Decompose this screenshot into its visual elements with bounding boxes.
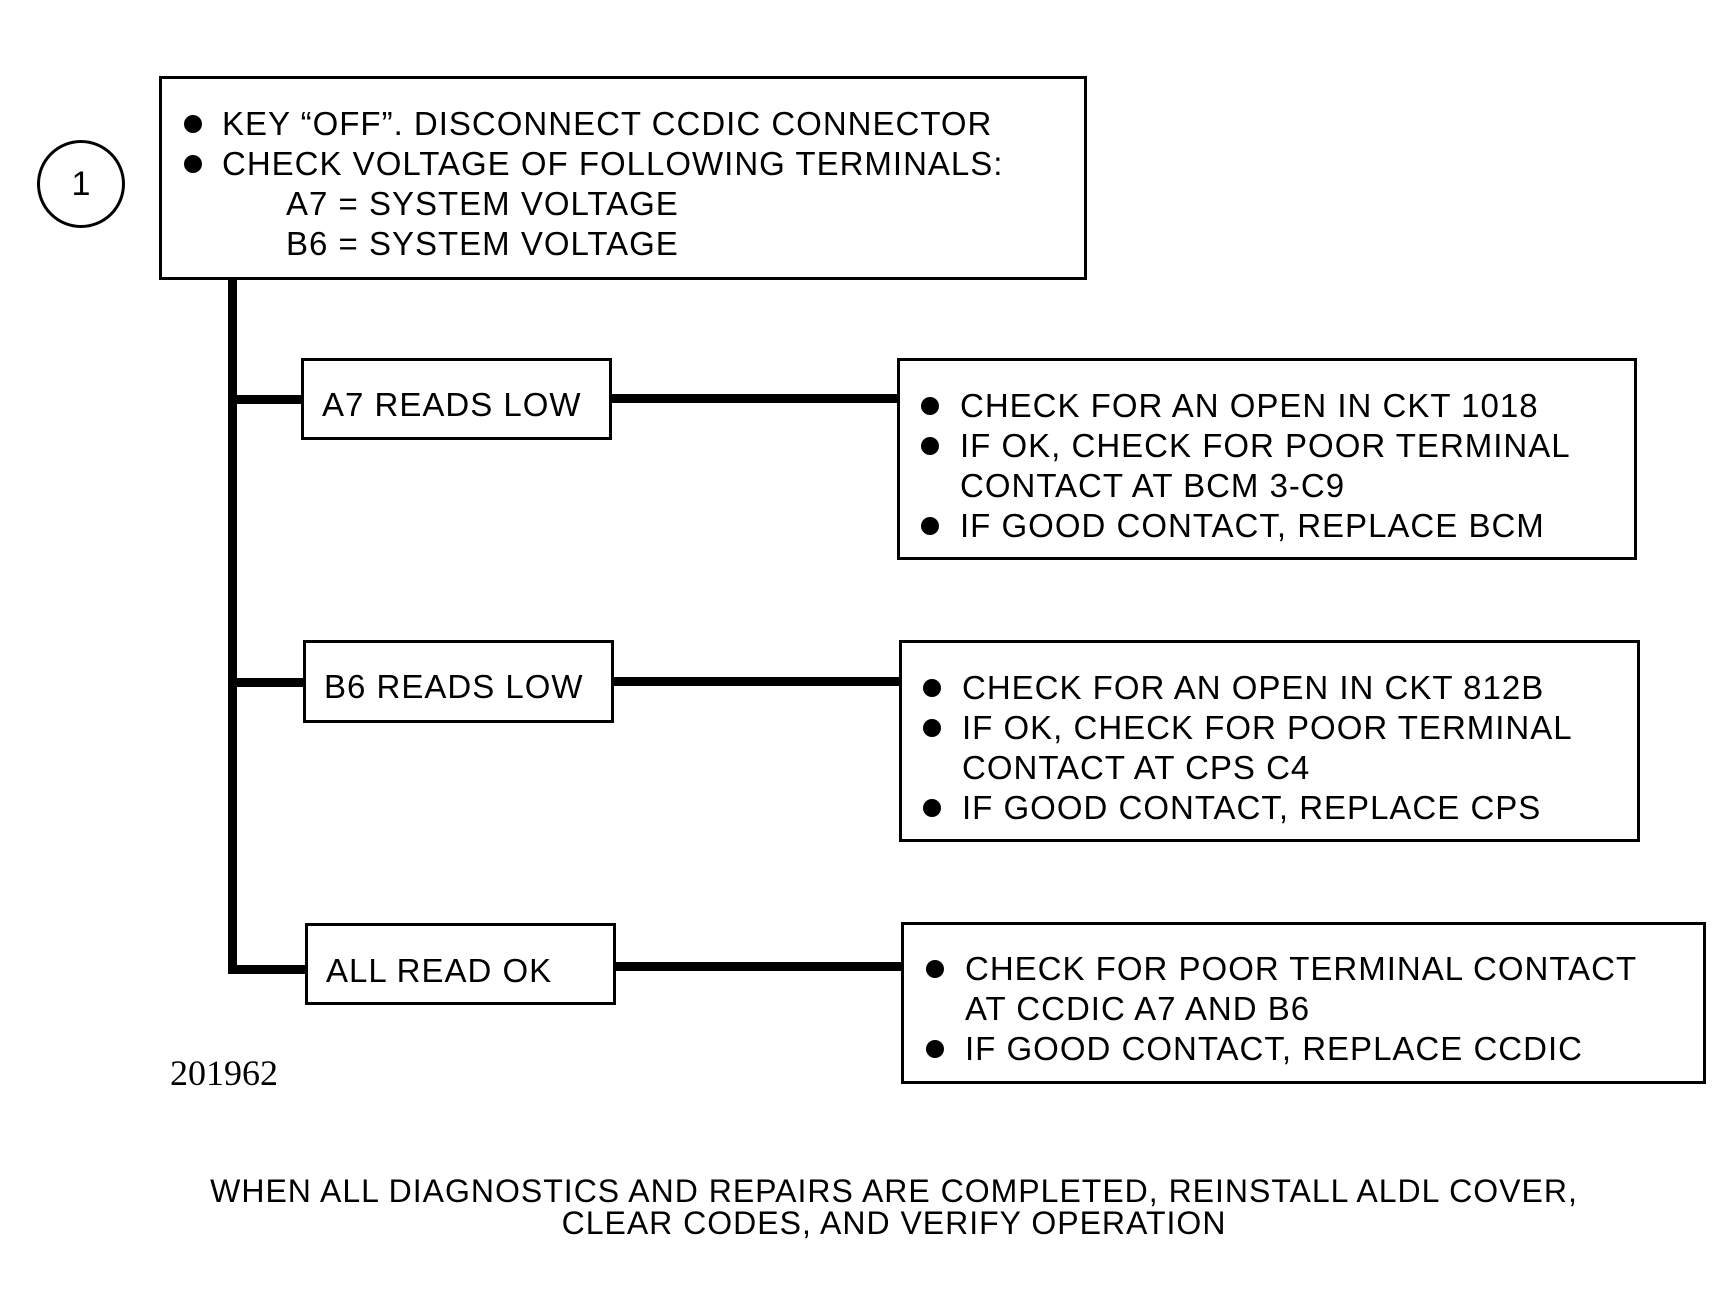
condition-label: B6 READS LOW <box>324 668 584 705</box>
action-box-b6 <box>899 640 1640 842</box>
action-line: CONTACT AT CPS C4 <box>962 749 1311 786</box>
action-line: IF GOOD CONTACT, REPLACE CCDIC <box>965 1030 1583 1067</box>
bullet-icon <box>921 437 939 455</box>
condition-box-a7 <box>301 358 612 440</box>
step-number-circle: 1 <box>37 140 125 228</box>
bullet-icon <box>926 1040 944 1058</box>
branch-connector-line <box>228 678 304 687</box>
main-instruction-line: KEY “OFF”. DISCONNECT CCDIC CONNECTOR <box>222 105 993 142</box>
condition-box-all-ok <box>305 923 616 1005</box>
condition-label: ALL READ OK <box>326 952 553 989</box>
action-line: CHECK FOR AN OPEN IN CKT 1018 <box>960 387 1539 424</box>
branch-connector-line <box>228 965 306 974</box>
branch-connector-line <box>613 677 900 686</box>
main-instruction-box <box>159 76 1087 280</box>
action-line: IF GOOD CONTACT, REPLACE BCM <box>960 507 1545 544</box>
bullet-icon <box>926 960 944 978</box>
branch-connector-line <box>611 394 898 403</box>
figure-number: 201962 <box>170 1053 278 1093</box>
bullet-icon <box>184 115 202 133</box>
footer-note-line2: CLEAR CODES, AND VERIFY OPERATION <box>561 1205 1227 1241</box>
action-line: CONTACT AT BCM 3-C9 <box>960 467 1346 504</box>
main-instruction-line: CHECK VOLTAGE OF FOLLOWING TERMINALS: <box>222 145 1004 182</box>
trunk-connector-line <box>228 280 237 974</box>
bullet-icon <box>923 679 941 697</box>
action-line: IF GOOD CONTACT, REPLACE CPS <box>962 789 1542 826</box>
branch-connector-line <box>228 395 302 404</box>
bullet-icon <box>923 799 941 817</box>
action-box-a7 <box>897 358 1637 560</box>
bullet-icon <box>184 155 202 173</box>
action-line: CHECK FOR POOR TERMINAL CONTACT <box>965 950 1638 987</box>
condition-label: A7 READS LOW <box>322 386 582 423</box>
footer-note-line1: WHEN ALL DIAGNOSTICS AND REPAIRS ARE COM… <box>210 1173 1578 1209</box>
action-line: IF OK, CHECK FOR POOR TERMINAL <box>962 709 1573 746</box>
action-line: CHECK FOR AN OPEN IN CKT 812B <box>962 669 1545 706</box>
bullet-icon <box>921 397 939 415</box>
action-box-all-ok <box>901 922 1706 1084</box>
action-line: AT CCDIC A7 AND B6 <box>965 990 1311 1027</box>
step-number: 1 <box>71 164 91 203</box>
bullet-icon <box>921 517 939 535</box>
branch-connector-line <box>615 962 902 971</box>
main-instruction-line: A7 = SYSTEM VOLTAGE <box>286 185 679 222</box>
action-line: IF OK, CHECK FOR POOR TERMINAL <box>960 427 1571 464</box>
main-instruction-line: B6 = SYSTEM VOLTAGE <box>286 225 679 262</box>
bullet-icon <box>923 719 941 737</box>
condition-box-b6 <box>303 640 614 723</box>
